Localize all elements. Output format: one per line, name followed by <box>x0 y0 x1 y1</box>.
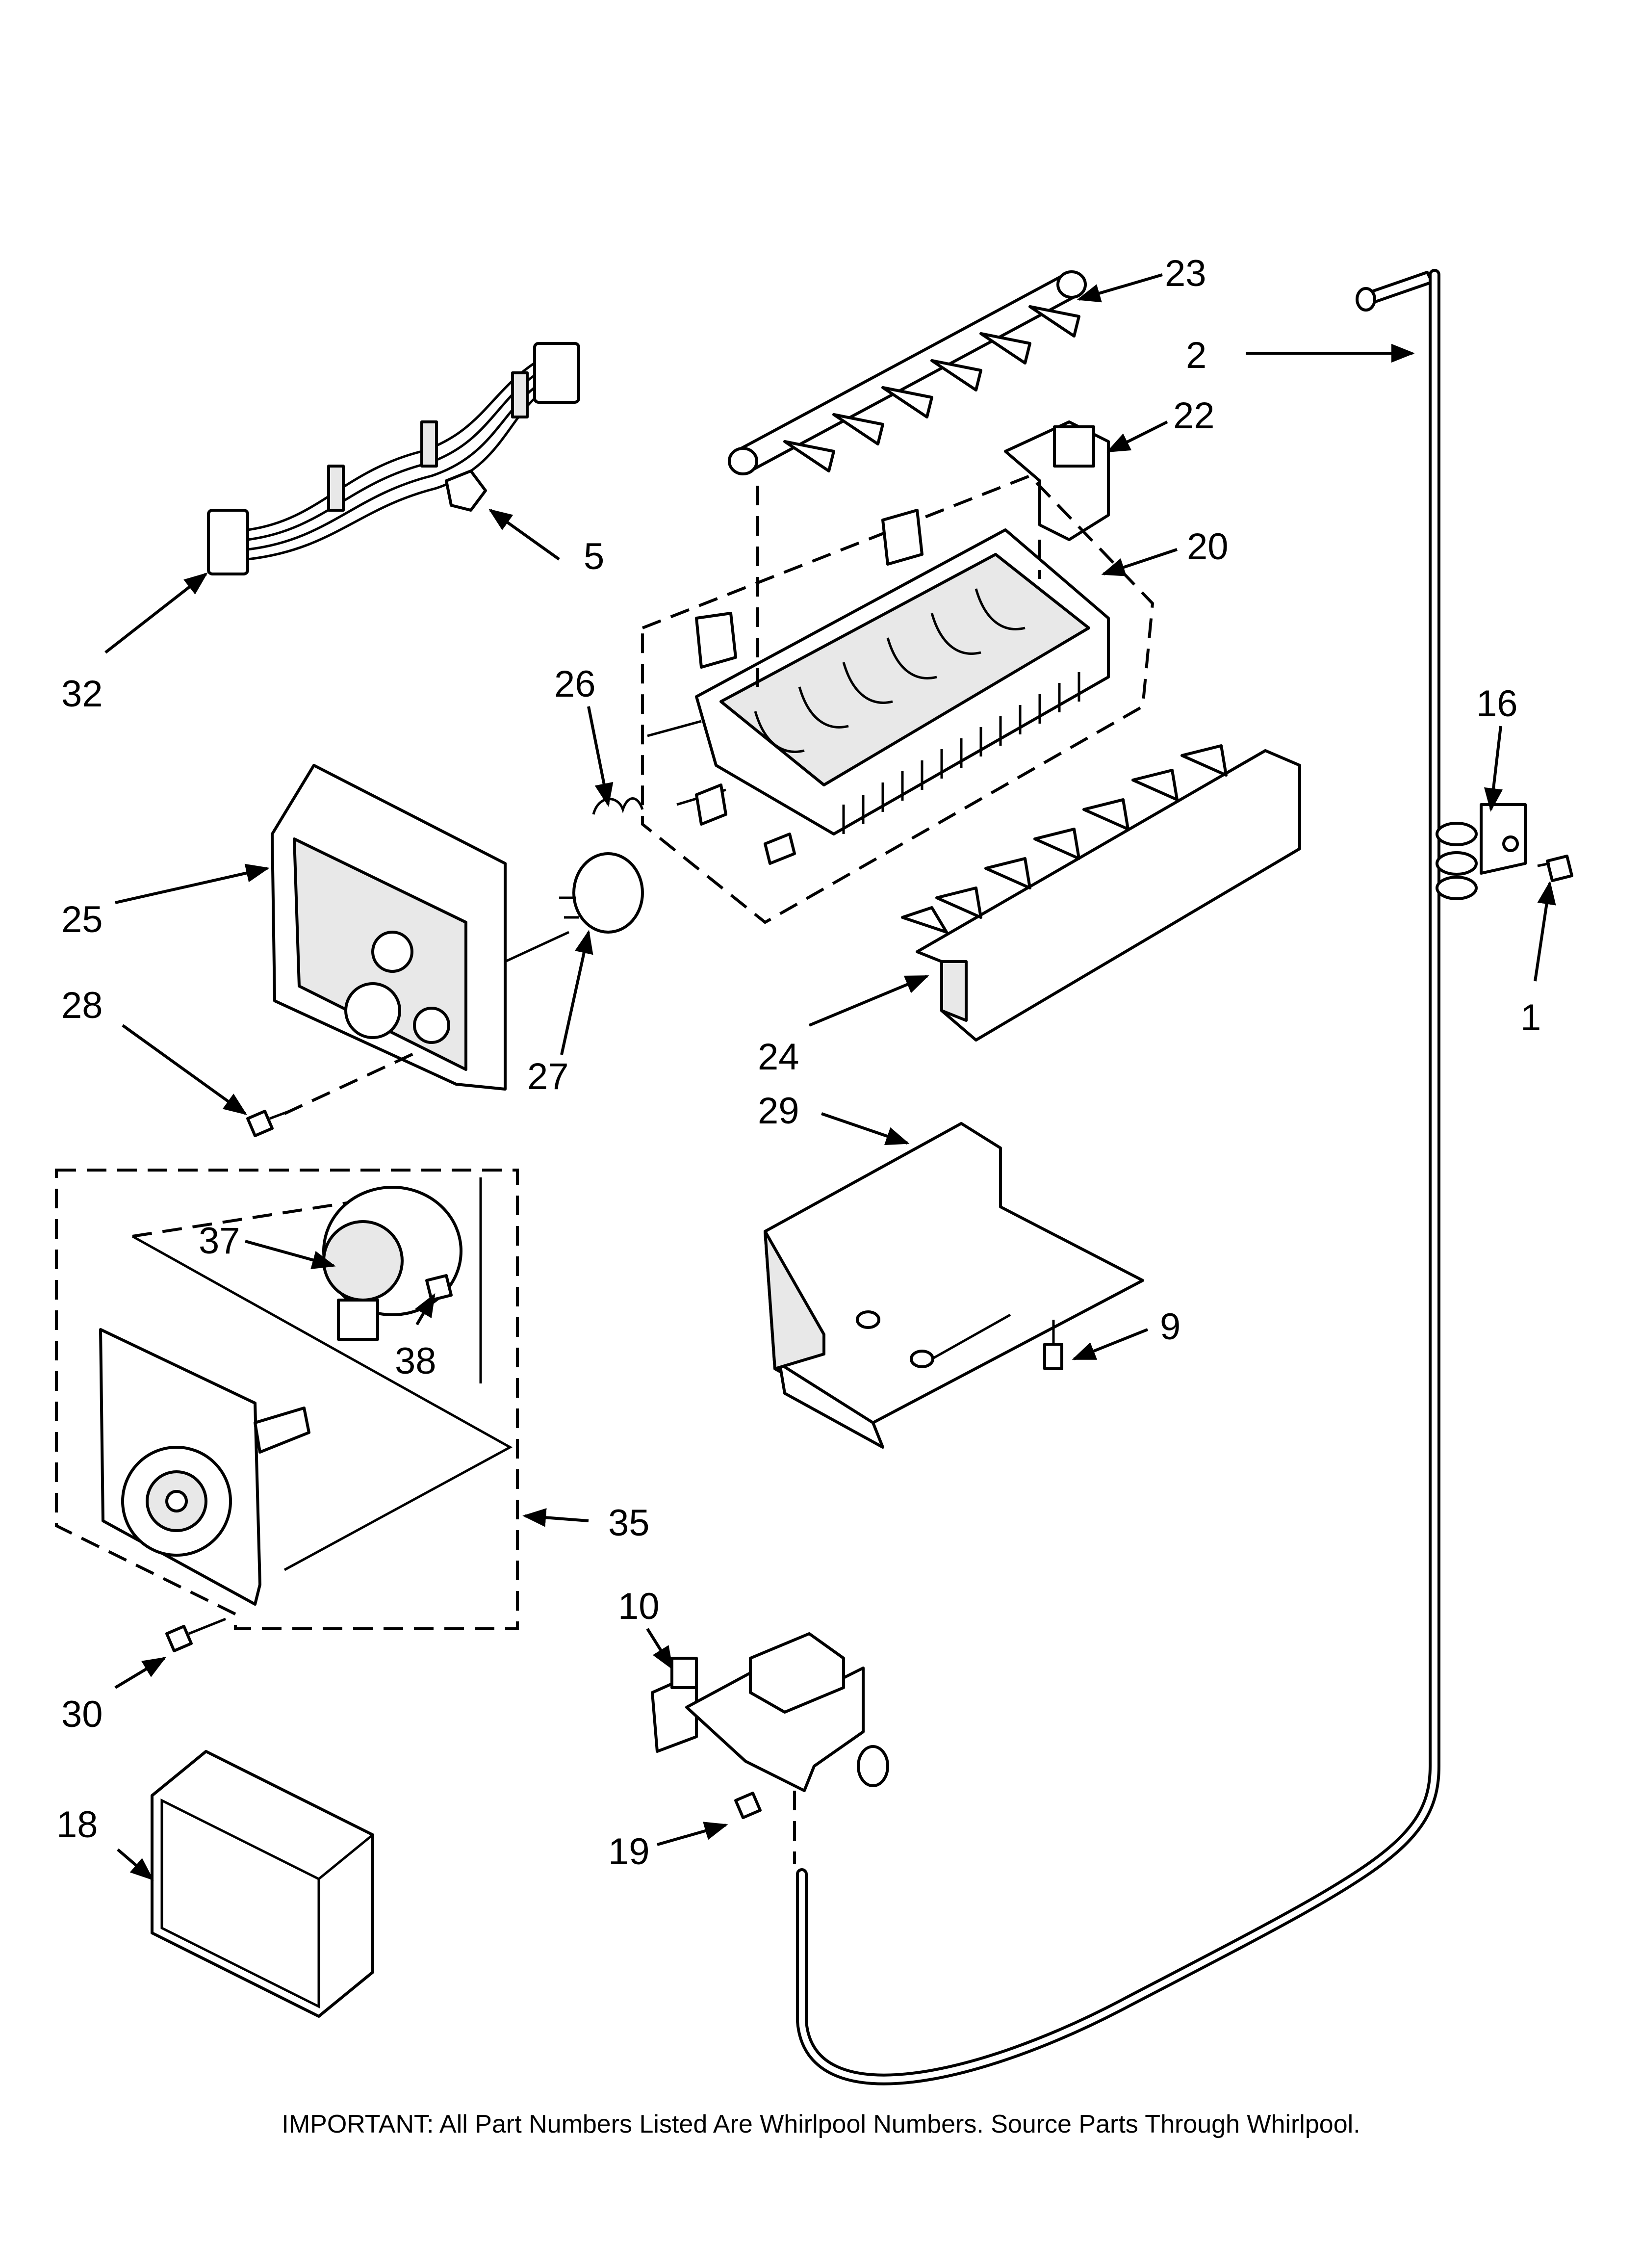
control-housing-part <box>271 764 570 1091</box>
callout-32: 32 <box>61 673 103 715</box>
callout-16: 16 <box>1476 683 1518 725</box>
wire-harness-part <box>207 342 580 575</box>
callout-9: 9 <box>1160 1306 1180 1348</box>
callout-18: 18 <box>56 1804 98 1846</box>
ice-bin-shelf-part <box>764 1122 1144 1449</box>
stripper-part <box>901 744 1301 1042</box>
ice-mold-part <box>647 509 1110 865</box>
callout-23: 23 <box>1165 253 1206 294</box>
callout-24: 24 <box>758 1036 799 1078</box>
callout-28: 28 <box>61 985 103 1026</box>
tube-clamp-part <box>1436 803 1527 900</box>
callout-2: 2 <box>1186 335 1206 376</box>
callout-19: 19 <box>608 1831 650 1873</box>
callout-26: 26 <box>554 663 596 705</box>
callout-22: 22 <box>1173 395 1215 437</box>
clamp-screw-part <box>1537 855 1573 882</box>
mold-clip-part <box>592 797 644 815</box>
water-tube-part <box>796 269 1440 2086</box>
mold-assembly-dashed-outline <box>641 474 1155 924</box>
callout-10: 10 <box>618 1586 660 1627</box>
motor-assembly-dashed-outline-inner <box>132 1200 354 1238</box>
shelf-screw-part <box>1043 1320 1063 1370</box>
callout-29: 29 <box>758 1090 799 1132</box>
plate-screw-part <box>165 1617 226 1652</box>
callout-38: 38 <box>395 1340 436 1382</box>
ejector-part <box>728 270 1087 475</box>
valve-screw-part <box>734 1792 762 1819</box>
housing-screw-part <box>246 1110 290 1137</box>
callout-35: 35 <box>608 1502 650 1544</box>
housing-screw-alignment-line <box>283 1048 423 1115</box>
callout-25: 25 <box>61 899 103 940</box>
callout-20: 20 <box>1187 526 1229 568</box>
wire-clip-part <box>445 469 487 512</box>
motor-screw-part <box>425 1274 453 1302</box>
water-valve-part <box>651 1632 889 1792</box>
callout-37: 37 <box>199 1220 240 1262</box>
callout-27: 27 <box>527 1056 569 1097</box>
leader-lines <box>104 273 1556 1881</box>
callout-5: 5 <box>584 536 604 577</box>
motor-assembly-dashed-outline <box>55 1169 519 1630</box>
thermostat-part <box>559 852 644 934</box>
callout-30: 30 <box>61 1694 103 1735</box>
front-cover-part <box>151 1750 374 2018</box>
control-plate-part <box>99 1328 310 1606</box>
footer-note: IMPORTANT: All Part Numbers Listed Are W… <box>282 2110 1360 2138</box>
callout-1: 1 <box>1520 997 1541 1039</box>
